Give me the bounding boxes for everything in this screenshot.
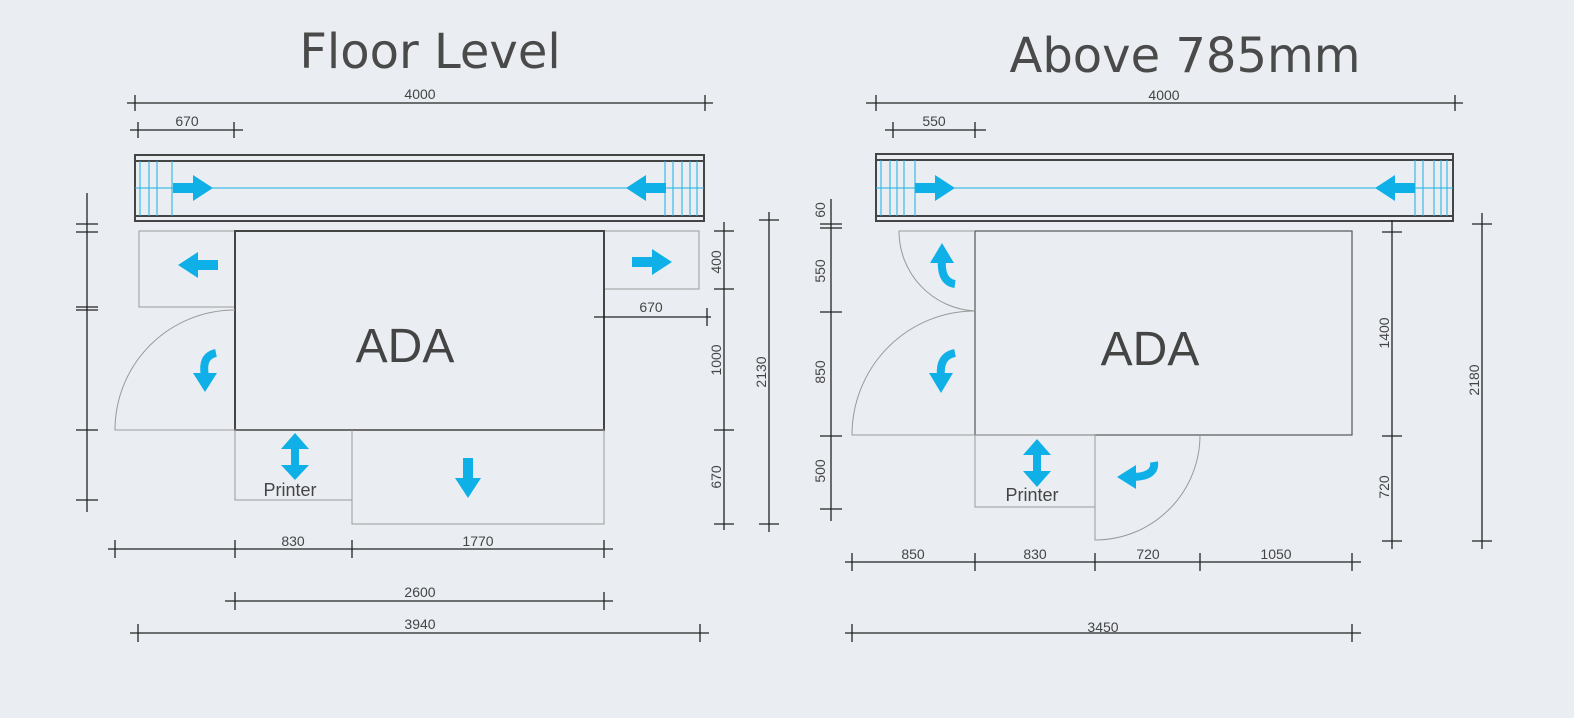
arrow-left-icon xyxy=(626,175,666,201)
arrow-down-icon xyxy=(455,458,481,498)
dim-label: 830 xyxy=(1023,546,1047,562)
dim-label: 670 xyxy=(708,465,724,489)
dim-left-vertical: 60 550 850 500 xyxy=(812,199,842,521)
dim-label: 1050 xyxy=(1260,546,1291,562)
conveyor xyxy=(134,154,705,222)
dim-label: 2180 xyxy=(1466,364,1482,395)
dim-label: 670 xyxy=(639,299,663,315)
dim-label: 550 xyxy=(922,113,946,129)
printer-label: Printer xyxy=(263,480,316,500)
conveyor xyxy=(875,153,1454,222)
dim-bottom-total: 3450 xyxy=(845,619,1361,642)
dim-top-offset: 550 xyxy=(885,113,986,138)
dim-bottom-segments: 850 830 720 1050 xyxy=(845,546,1361,571)
dim-label: 1000 xyxy=(708,344,724,375)
dim-bottom-total: 3940 xyxy=(130,616,709,642)
dim-total-vertical: 2180 xyxy=(1466,213,1492,549)
arrow-right-icon xyxy=(915,175,955,201)
dim-top-total: 4000 xyxy=(866,87,1463,111)
dim-total-vertical: 2130 xyxy=(753,212,779,532)
curved-arrow-left-icon xyxy=(1117,465,1136,489)
dim-label: 850 xyxy=(812,360,828,384)
dim-label: 3940 xyxy=(404,616,435,632)
dim-label: 60 xyxy=(812,202,828,218)
printer-label: Printer xyxy=(1005,485,1058,505)
curved-arrow-icon xyxy=(193,373,217,392)
double-arrow-icon xyxy=(281,433,309,480)
dim-bottom-segments: 830 1770 xyxy=(108,533,613,558)
curved-arrow-down-icon xyxy=(929,373,953,393)
floor-level-plan: Floor Level 4000 670 xyxy=(76,24,779,642)
dim-label: 2130 xyxy=(753,356,769,387)
ada-label: ADA xyxy=(356,320,455,373)
double-arrow-icon xyxy=(1023,439,1051,487)
bottom-door-swing xyxy=(1094,434,1201,541)
curved-arrow-up-icon xyxy=(930,243,954,263)
above-785mm-title: Above 785mm xyxy=(1010,28,1361,84)
dim-label: 2600 xyxy=(404,584,435,600)
dim-label: 3450 xyxy=(1087,619,1118,635)
upper-door-swing xyxy=(898,230,976,312)
above-785mm-plan: Above 785mm 4000 550 xyxy=(812,28,1492,642)
bottom-zone xyxy=(351,429,605,525)
lower-door-swing xyxy=(851,310,976,436)
dim-label: 850 xyxy=(901,546,925,562)
dim-label: 4000 xyxy=(404,86,435,102)
dim-label: 720 xyxy=(1376,475,1392,499)
dim-label: 830 xyxy=(281,533,305,549)
dim-label: 1400 xyxy=(1376,317,1392,348)
dim-label: 550 xyxy=(812,259,828,283)
dim-label: 720 xyxy=(1136,546,1160,562)
arrow-right-icon xyxy=(632,249,672,275)
dim-label: 1770 xyxy=(462,533,493,549)
dim-bottom-2600: 2600 xyxy=(225,584,613,610)
floor-level-title: Floor Level xyxy=(299,24,560,80)
arrow-left-icon xyxy=(1375,175,1415,201)
ada-label: ADA xyxy=(1101,323,1200,376)
dim-label: 670 xyxy=(175,113,199,129)
dim-label: 4000 xyxy=(1148,87,1179,103)
dim-left-vertical xyxy=(76,193,98,512)
dim-top-offset: 670 xyxy=(130,113,243,138)
arrow-left-icon xyxy=(178,252,218,278)
ada-box xyxy=(974,230,1353,436)
door-swing xyxy=(114,309,236,431)
dim-top-total: 4000 xyxy=(127,86,713,111)
dim-right-vertical: 400 1000 670 xyxy=(708,222,734,530)
dim-label: 500 xyxy=(812,459,828,483)
dim-right-vertical: 1400 720 xyxy=(1376,220,1402,549)
dim-label: 400 xyxy=(708,250,724,274)
dim-right-gap: 670 xyxy=(594,299,711,326)
arrow-right-icon xyxy=(173,175,213,201)
